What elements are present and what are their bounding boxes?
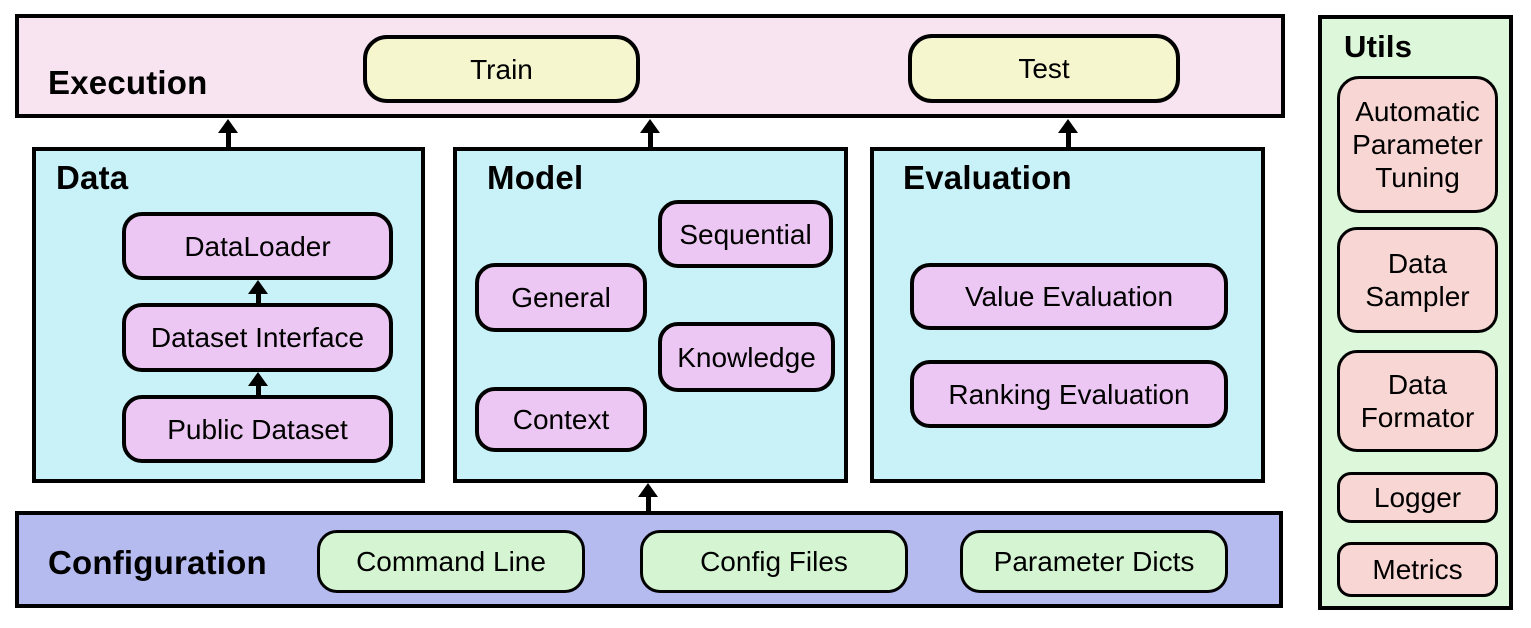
data-formator-node: Data Formator: [1337, 350, 1498, 452]
parameter-dicts-node: Parameter Dicts: [960, 530, 1228, 593]
configuration-band: Configuration Command Line Config Files …: [15, 511, 1283, 608]
arrow-configuration-to-model: [638, 483, 658, 511]
knowledge-node: Knowledge: [658, 322, 835, 392]
arrow-head: [640, 119, 660, 133]
data-sampler-node: Data Sampler: [1337, 227, 1498, 333]
arrow-data-to-execution: [218, 119, 238, 147]
value-evaluation-node: Value Evaluation: [910, 263, 1228, 330]
data-module: Data DataLoader Dataset Interface Public…: [32, 147, 425, 483]
config-files-node: Config Files: [640, 530, 908, 593]
arrow-evaluation-to-execution: [1058, 119, 1078, 147]
arrow-stem: [255, 386, 261, 395]
arrow-head: [248, 372, 268, 386]
utils-panel: Utils Automatic Parameter Tuning Data Sa…: [1318, 15, 1513, 610]
logger-node: Logger: [1337, 472, 1498, 523]
arrow-stem: [645, 497, 651, 511]
dataset-interface-node: Dataset Interface: [122, 303, 393, 372]
arrow-head: [638, 483, 658, 497]
evaluation-module: Evaluation Value Evaluation Ranking Eval…: [870, 147, 1265, 483]
ranking-evaluation-node: Ranking Evaluation: [910, 360, 1228, 428]
execution-title: Execution: [48, 64, 208, 101]
arrow-stem: [1065, 133, 1071, 147]
model-module-title: Model: [487, 159, 584, 196]
arrow-stem: [255, 294, 261, 303]
arrow-stem: [225, 133, 231, 147]
arrow-head: [248, 280, 268, 294]
arrow-head: [1058, 119, 1078, 133]
arrow-stem: [647, 133, 653, 147]
sequential-node: Sequential: [658, 200, 833, 268]
arrow-head: [218, 119, 238, 133]
data-module-title: Data: [56, 159, 129, 196]
execution-band: Execution Train Test: [15, 14, 1285, 118]
metrics-node: Metrics: [1337, 542, 1498, 597]
arrow-public-dataset-to-dataset-interface: [248, 372, 268, 395]
arrow-model-to-execution: [640, 119, 660, 147]
dataloader-node: DataLoader: [122, 212, 393, 280]
public-dataset-node: Public Dataset: [122, 395, 393, 463]
test-node: Test: [908, 34, 1180, 103]
arrow-dataset-interface-to-dataloader: [248, 280, 268, 303]
general-node: General: [475, 263, 647, 332]
utils-title: Utils: [1344, 29, 1413, 64]
model-module: Model General Sequential Knowledge Conte…: [453, 147, 848, 483]
configuration-title: Configuration: [48, 544, 267, 581]
train-node: Train: [363, 35, 640, 103]
automatic-parameter-tuning-node: Automatic Parameter Tuning: [1337, 76, 1498, 213]
evaluation-module-title: Evaluation: [903, 159, 1072, 196]
context-node: Context: [475, 387, 647, 452]
command-line-node: Command Line: [317, 530, 585, 593]
